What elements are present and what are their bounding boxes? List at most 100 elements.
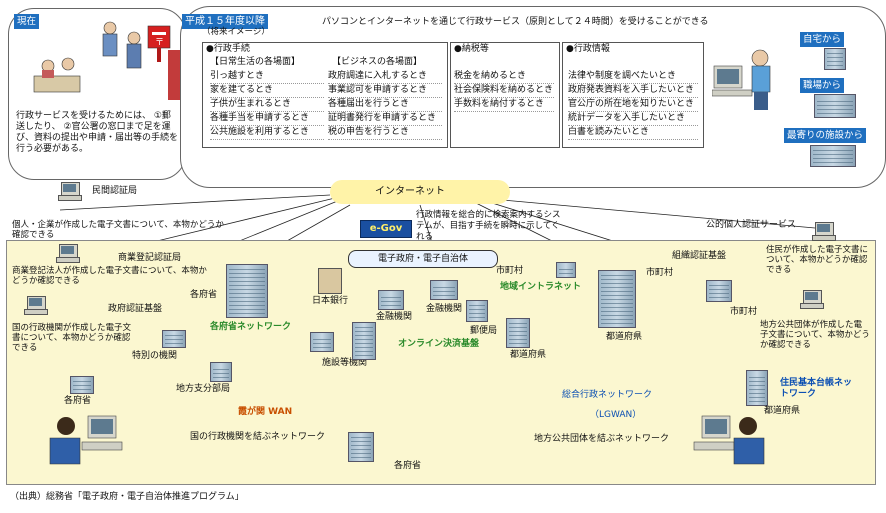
egov-local-gov-bar: 電子政府・電子自治体	[348, 250, 498, 268]
public-ca-desc: 住民が作成した電子文書について、本物かどうか確認できる	[766, 245, 869, 275]
municipality1-label: 市町村	[496, 266, 524, 276]
finance1-label: 金融機関	[376, 312, 413, 322]
facility-org-building-icon	[310, 332, 334, 352]
wan-title: 霞が関 WAN	[238, 407, 293, 417]
post-label: 郵便局	[470, 326, 498, 336]
commercial-ca-label: 商業登記認証局	[118, 253, 182, 263]
svg-text:〒: 〒	[155, 38, 164, 48]
boj-label: 日本銀行	[312, 296, 349, 306]
list-item: 手数料を納付するとき	[454, 98, 554, 112]
municipality2-label: 市町村	[646, 268, 674, 278]
list-item: 引っ越すとき	[210, 70, 324, 84]
future-intro: パソコンとインターネットを通じて行政サービス（原則として２４時間）を受けることが…	[322, 17, 709, 27]
place-home: 自宅から	[800, 32, 845, 47]
user-at-pc-illustration	[711, 44, 780, 114]
list-item: 官公庁の所在地を知りたいとき	[568, 98, 698, 112]
internet-label: インターネット	[375, 186, 445, 197]
future-subtitle: （将来イメージ）	[202, 27, 270, 37]
finance1-building-icon	[378, 290, 404, 310]
public-ca-pc-icon	[812, 222, 836, 241]
place-nearby-facility: 最寄りの施設から	[784, 128, 867, 143]
gov-ca-label: 政府認証基盤	[108, 304, 163, 314]
gov-ca-desc: 国の行政機関が作成した電子文書について、本物かどうか確認できる	[12, 323, 132, 353]
list-item: 事業認可を申請するとき	[328, 84, 442, 98]
admin-procedures-panel	[202, 42, 448, 148]
tax-list: 税金を納めるとき 社会保険料を納めるとき 手数料を納付するとき	[454, 70, 554, 112]
ministries-top-label: 各府省	[190, 290, 218, 300]
facilities-label: 施設等機関	[322, 358, 368, 368]
info-list: 法律や制度を調べたいとき 政府発表資料を入手したいとき 官公庁の所在地を知りたい…	[568, 70, 698, 140]
current-tag: 現在	[14, 14, 40, 29]
payment-label: オンライン決済基盤	[398, 339, 480, 349]
gov-ca-pc-icon	[24, 296, 48, 315]
public-ca-label: 公的個人認証サービス	[706, 220, 797, 230]
list-item: 公共施設を利用するとき	[210, 126, 324, 140]
ministry-network-label: 各府省ネットワーク	[210, 322, 292, 332]
admin-header: ●行政手続	[206, 44, 250, 54]
list-item: 社会保険料を納めるとき	[454, 84, 554, 98]
prefecture2-label: 都道府県	[606, 332, 643, 342]
list-item: 白書を読みたいとき	[568, 126, 698, 140]
office-counter-illustration	[32, 50, 82, 98]
source-note: （出典）総務省「電子政府・電子自治体推進プログラム」	[10, 492, 244, 502]
finance-wan-building-icon	[352, 322, 376, 360]
future-title: 平成１５年度以降	[182, 14, 268, 29]
tax-panel	[450, 42, 560, 148]
commercial-ca-pc-icon	[56, 244, 80, 263]
list-item: 政府発表資料を入手したいとき	[568, 84, 698, 98]
list-item: 法律や制度を調べたいとき	[568, 70, 698, 84]
current-description: 行政サービスを受けるためには、 ①郵送したり、 ②官公署の窓口まで足を運び、資料…	[16, 111, 179, 154]
list-item: 各種届出を行うとき	[328, 98, 442, 112]
org-ca-desc: 地方公共団体が作成した電子文書について、本物かどうか確認できる	[760, 320, 870, 350]
egov-description: 行政情報を総合的に検索案内するシステムが、目指す手続を瞬時に示してくれる	[416, 210, 561, 242]
post-office-icon	[466, 300, 488, 322]
municipality1-building-icon	[556, 262, 576, 278]
mailbox-icon: 〒	[146, 24, 172, 64]
facility-building-icon	[810, 145, 856, 167]
daily-header: 【日常生活の各場面】	[210, 57, 301, 67]
lgwan-description: 地方公共団体を結ぶネットワーク	[534, 434, 670, 444]
branch-label: 地方支分部局	[176, 384, 231, 394]
prefecture3-building-icon	[746, 370, 768, 406]
list-item: 各種手当を申請するとき	[210, 112, 324, 126]
daily-list: 引っ越すとき 家を建てるとき 子供が生まれるとき 各種手当を申請するとき 公共施…	[210, 70, 324, 140]
branch-building-icon	[210, 362, 232, 382]
ministries-left-label: 各府省	[64, 396, 92, 406]
special-building-icon	[162, 330, 186, 348]
ministries-bottom-building-icon	[348, 432, 374, 462]
office-building-icon	[814, 94, 856, 118]
list-item: 証明書発行を申請するとき	[328, 112, 442, 126]
list-item: 税金を納めるとき	[454, 70, 554, 84]
special-label: 特別の機関	[132, 351, 178, 361]
private-ca-label: 民間認証局	[92, 186, 138, 196]
list-item: 子供が生まれるとき	[210, 98, 324, 112]
tax-header: ●納税等	[454, 44, 489, 54]
info-panel	[562, 42, 704, 148]
info-header: ●行政情報	[566, 44, 610, 54]
list-item: 統計データを入手したいとき	[568, 112, 698, 126]
ministries-bottom-label: 各府省	[394, 461, 422, 471]
private-ca-desc: 個人・企業が作成した電子文書について、本物かどうか確認できる	[12, 220, 224, 240]
municipality3-label: 市町村	[730, 307, 758, 317]
business-header: 【ビジネスの各場面】	[332, 57, 423, 67]
municipality2-building-icon	[706, 280, 732, 302]
wan-description: 国の行政機関を結ぶネットワーク	[190, 432, 326, 442]
commercial-ca-desc: 商業登記法人が作成した電子文書について、本物かどうか確認できる	[12, 266, 207, 286]
prefecture2-building-icon	[598, 270, 636, 328]
gov-worker-illustration	[44, 410, 124, 470]
lgwan-abbr: （LGWAN）	[590, 410, 642, 420]
egov-logo: e-Gov	[360, 220, 412, 238]
prefecture1-building-icon	[506, 318, 530, 348]
finance2-building-icon	[430, 280, 458, 300]
internet-cloud	[330, 180, 510, 204]
list-item: 家を建てるとき	[210, 84, 324, 98]
org-ca-label: 組織認証基盤	[672, 251, 727, 261]
people-illustration	[90, 18, 150, 78]
list-item: 税の申告を行うとき	[328, 126, 442, 140]
prefecture3-label: 都道府県	[764, 406, 801, 416]
list-item: 政府調達に入札するとき	[328, 70, 442, 84]
ministries-left-building-icon	[70, 376, 94, 394]
home-building-icon	[824, 48, 846, 70]
finance2-label: 金融機関	[426, 304, 463, 314]
place-work: 職場から	[800, 78, 845, 93]
